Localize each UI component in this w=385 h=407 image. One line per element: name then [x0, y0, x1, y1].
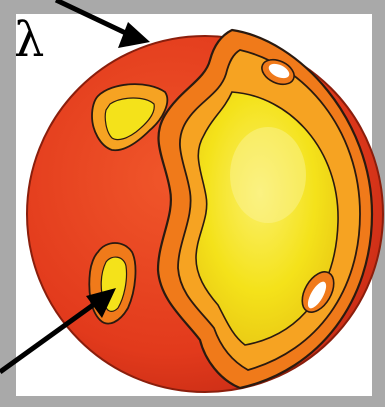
- frame-bottom: [0, 396, 385, 407]
- core-highlight: [230, 127, 306, 223]
- label-lambda: λ: [14, 12, 44, 68]
